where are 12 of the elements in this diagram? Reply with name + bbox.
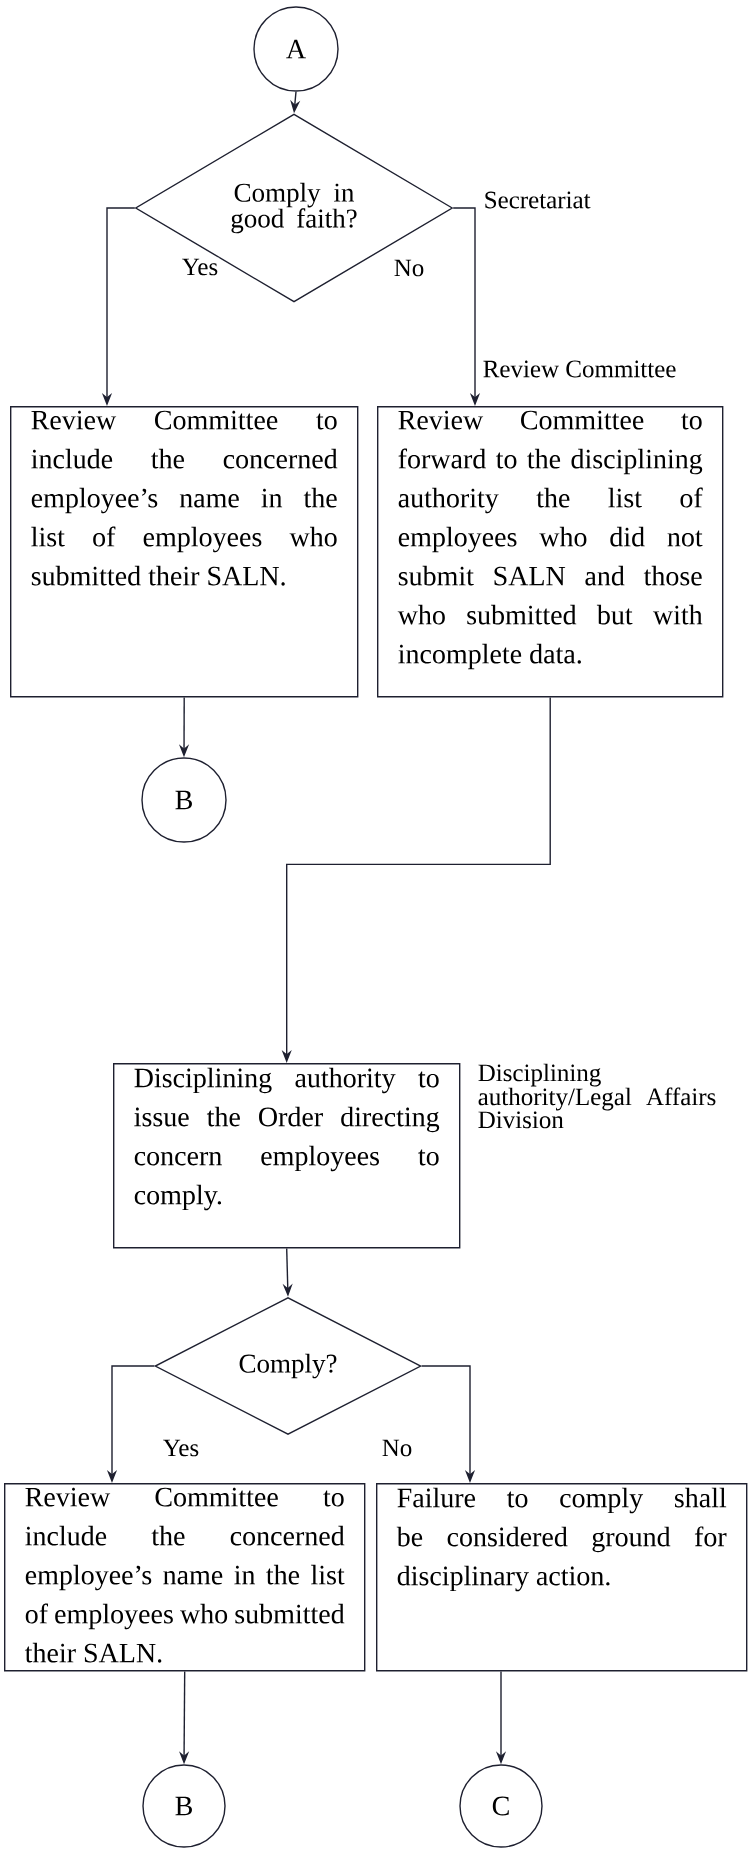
process-box: Review Committee to include the concerned employee’s name in the list of employees who submitted their SALN.: [4, 1483, 366, 1672]
process-box: Review Committee to include the concerned employee’s name in the list of employees who submitted their SALN.: [10, 406, 359, 698]
edge-label: No: [392, 258, 426, 278]
edge-label: No: [380, 1438, 414, 1458]
process-box: Review Committee to forward to the disciplining authority the list of employees who did not submit SALN and those who submitted but with incomplete data.: [377, 406, 724, 698]
edge-label: Yes: [161, 1438, 201, 1458]
edge-label: Yes: [180, 257, 220, 277]
process-box: Failure to comply shall be considered ground for disciplinary action.: [376, 1483, 748, 1672]
actor-label: Review Committee: [483, 360, 676, 378]
process-box: Disciplining authority to issue the Order directing concern employees to comply.: [113, 1063, 461, 1249]
actor-label: Secretariat: [485, 191, 591, 209]
actor-label: Disciplining authority/Legal Affairs Division: [478, 1063, 716, 1129]
